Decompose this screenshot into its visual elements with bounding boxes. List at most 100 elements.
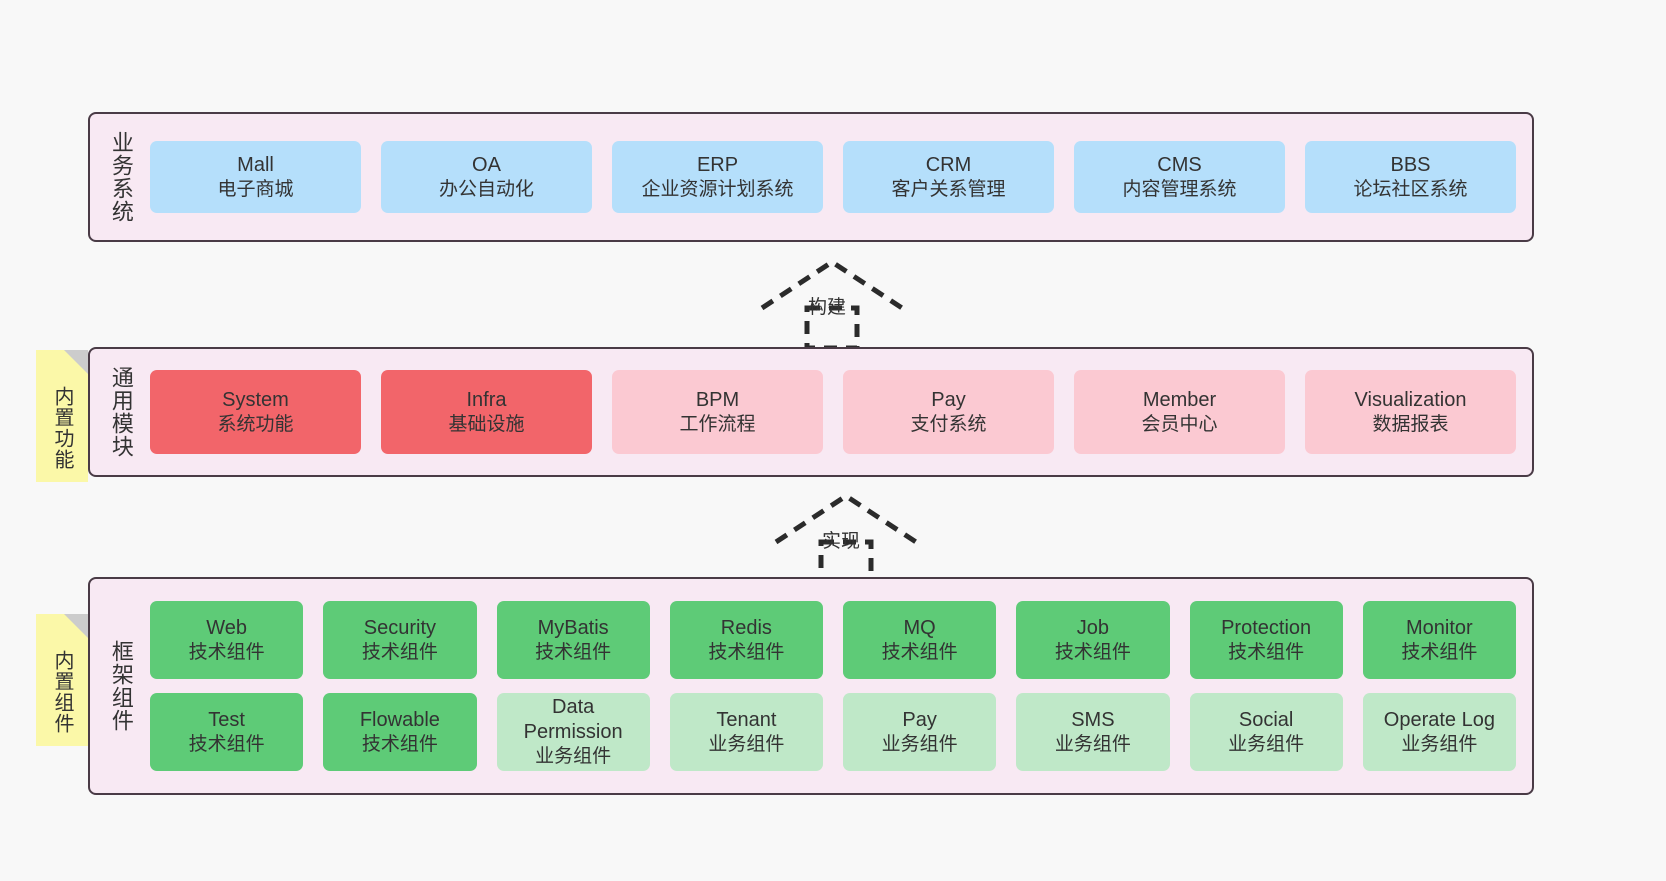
card-mall[interactable]: Mall 电子商城 <box>150 141 361 213</box>
card-subtitle: 技术组件 <box>361 641 438 663</box>
card-subtitle: 技术组件 <box>1228 641 1305 663</box>
card-monitor[interactable]: Monitor 技术组件 <box>1362 601 1516 679</box>
card-security[interactable]: Security 技术组件 <box>323 601 477 679</box>
card-subtitle: 技术组件 <box>535 641 612 663</box>
card-social[interactable]: Social 业务组件 <box>1189 693 1343 771</box>
card-row: System 系统功能 Infra 基础设施 BPM 工作流程 Pay 支付系统… <box>150 370 1516 454</box>
layer-framework-components-body: Web 技术组件 Security 技术组件 MyBatis 技术组件 Redi… <box>144 579 1532 793</box>
note-fold-icon <box>64 350 88 374</box>
card-web[interactable]: Web 技术组件 <box>150 601 304 679</box>
card-subtitle: 技术组件 <box>881 641 958 663</box>
card-redis[interactable]: Redis 技术组件 <box>669 601 823 679</box>
card-sms[interactable]: SMS 业务组件 <box>1016 693 1170 771</box>
card-row: Test 技术组件 Flowable 技术组件 Data Permission … <box>150 693 1516 771</box>
card-title: Data Permission <box>523 696 623 744</box>
connector-implement: 实现 <box>766 490 926 586</box>
note-builtin-component: 内置组件 <box>36 614 88 746</box>
card-subtitle: 业务组件 <box>1401 733 1478 755</box>
layer-framework-components-label: 框架组件 <box>108 640 134 732</box>
card-title: Pay <box>931 388 966 411</box>
card-title: BBS <box>1390 153 1431 176</box>
card-title: Security <box>363 616 436 639</box>
card-title: Web <box>206 616 247 639</box>
card-system[interactable]: System 系统功能 <box>150 370 361 454</box>
note-builtin-component-label: 内置组件 <box>51 650 73 734</box>
card-title: BPM <box>695 388 740 411</box>
card-title: Member <box>1142 388 1217 411</box>
card-pay[interactable]: Pay 支付系统 <box>843 370 1054 454</box>
card-subtitle: 业务组件 <box>881 733 958 755</box>
connector-build-label: 构建 <box>808 297 847 318</box>
card-subtitle: 企业资源计划系统 <box>641 178 794 200</box>
note-builtin-feature: 内置功能 <box>36 350 88 482</box>
card-operate-log[interactable]: Operate Log 业务组件 <box>1362 693 1516 771</box>
card-data-permission[interactable]: Data Permission 业务组件 <box>496 693 650 771</box>
card-bbs[interactable]: BBS 论坛社区系统 <box>1305 141 1516 213</box>
card-subtitle: 技术组件 <box>1401 641 1478 663</box>
card-subtitle: 客户关系管理 <box>891 178 1006 200</box>
card-job[interactable]: Job 技术组件 <box>1016 601 1170 679</box>
layer-framework-components: 框架组件 Web 技术组件 Security 技术组件 MyBatis 技术组件… <box>88 577 1534 795</box>
card-title: Redis <box>720 616 772 639</box>
card-crm[interactable]: CRM 客户关系管理 <box>843 141 1054 213</box>
card-visualization[interactable]: Visualization 数据报表 <box>1305 370 1516 454</box>
connector-build: 构建 <box>752 256 912 352</box>
card-title: Monitor <box>1406 616 1473 639</box>
card-title: System <box>222 388 289 411</box>
card-title: Job <box>1076 616 1109 639</box>
note-fold-icon <box>64 614 88 638</box>
card-subtitle: 电子商城 <box>217 178 294 200</box>
card-title: Test <box>208 708 245 731</box>
card-title: Flowable <box>359 708 440 731</box>
card-title: MyBatis <box>537 616 609 639</box>
card-title: Pay <box>902 708 937 731</box>
card-subtitle: 技术组件 <box>1054 641 1131 663</box>
card-cms[interactable]: CMS 内容管理系统 <box>1074 141 1285 213</box>
card-title: ERP <box>696 153 739 176</box>
card-flowable[interactable]: Flowable 技术组件 <box>323 693 477 771</box>
card-subtitle: 业务组件 <box>1054 733 1131 755</box>
card-title: Tenant <box>716 708 777 731</box>
card-title: Protection <box>1221 616 1312 639</box>
card-tenant[interactable]: Tenant 业务组件 <box>669 693 823 771</box>
layer-business-system-body: Mall 电子商城 OA 办公自动化 ERP 企业资源计划系统 CRM 客户关系… <box>144 114 1532 240</box>
card-subtitle: 技术组件 <box>361 733 438 755</box>
card-subtitle: 业务组件 <box>708 733 785 755</box>
card-subtitle: 基础设施 <box>448 413 525 435</box>
card-erp[interactable]: ERP 企业资源计划系统 <box>612 141 823 213</box>
layer-business-system-label: 业务系统 <box>108 131 134 223</box>
card-bpm[interactable]: BPM 工作流程 <box>612 370 823 454</box>
connector-implement-label: 实现 <box>822 531 861 552</box>
card-title: SMS <box>1071 708 1115 731</box>
card-oa[interactable]: OA 办公自动化 <box>381 141 592 213</box>
card-subtitle: 业务组件 <box>535 746 612 768</box>
card-pay-component[interactable]: Pay 业务组件 <box>843 693 997 771</box>
card-subtitle: 技术组件 <box>708 641 785 663</box>
card-subtitle: 会员中心 <box>1141 413 1218 435</box>
card-title: Social <box>1238 708 1294 731</box>
card-infra[interactable]: Infra 基础设施 <box>381 370 592 454</box>
card-subtitle: 内容管理系统 <box>1122 178 1237 200</box>
card-title: Operate Log <box>1383 708 1495 731</box>
card-mybatis[interactable]: MyBatis 技术组件 <box>496 601 650 679</box>
layer-business-system: 业务系统 Mall 电子商城 OA 办公自动化 ERP 企业资源计划系统 CRM… <box>88 112 1534 242</box>
card-title: CMS <box>1157 153 1202 176</box>
card-row: Web 技术组件 Security 技术组件 MyBatis 技术组件 Redi… <box>150 601 1516 679</box>
card-test[interactable]: Test 技术组件 <box>150 693 304 771</box>
card-title: Infra <box>466 388 507 411</box>
card-title: MQ <box>903 616 936 639</box>
card-mq[interactable]: MQ 技术组件 <box>843 601 997 679</box>
card-title: Visualization <box>1354 388 1467 411</box>
card-subtitle: 工作流程 <box>679 413 756 435</box>
card-protection[interactable]: Protection 技术组件 <box>1189 601 1343 679</box>
card-title: Mall <box>237 153 274 176</box>
layer-common-modules: 通用模块 System 系统功能 Infra 基础设施 BPM 工作流程 Pay… <box>88 347 1534 477</box>
card-title: OA <box>472 153 501 176</box>
card-member[interactable]: Member 会员中心 <box>1074 370 1285 454</box>
layer-common-modules-body: System 系统功能 Infra 基础设施 BPM 工作流程 Pay 支付系统… <box>144 349 1532 475</box>
card-subtitle: 论坛社区系统 <box>1353 178 1468 200</box>
card-subtitle: 系统功能 <box>217 413 294 435</box>
card-row: Mall 电子商城 OA 办公自动化 ERP 企业资源计划系统 CRM 客户关系… <box>150 141 1516 213</box>
card-subtitle: 业务组件 <box>1228 733 1305 755</box>
